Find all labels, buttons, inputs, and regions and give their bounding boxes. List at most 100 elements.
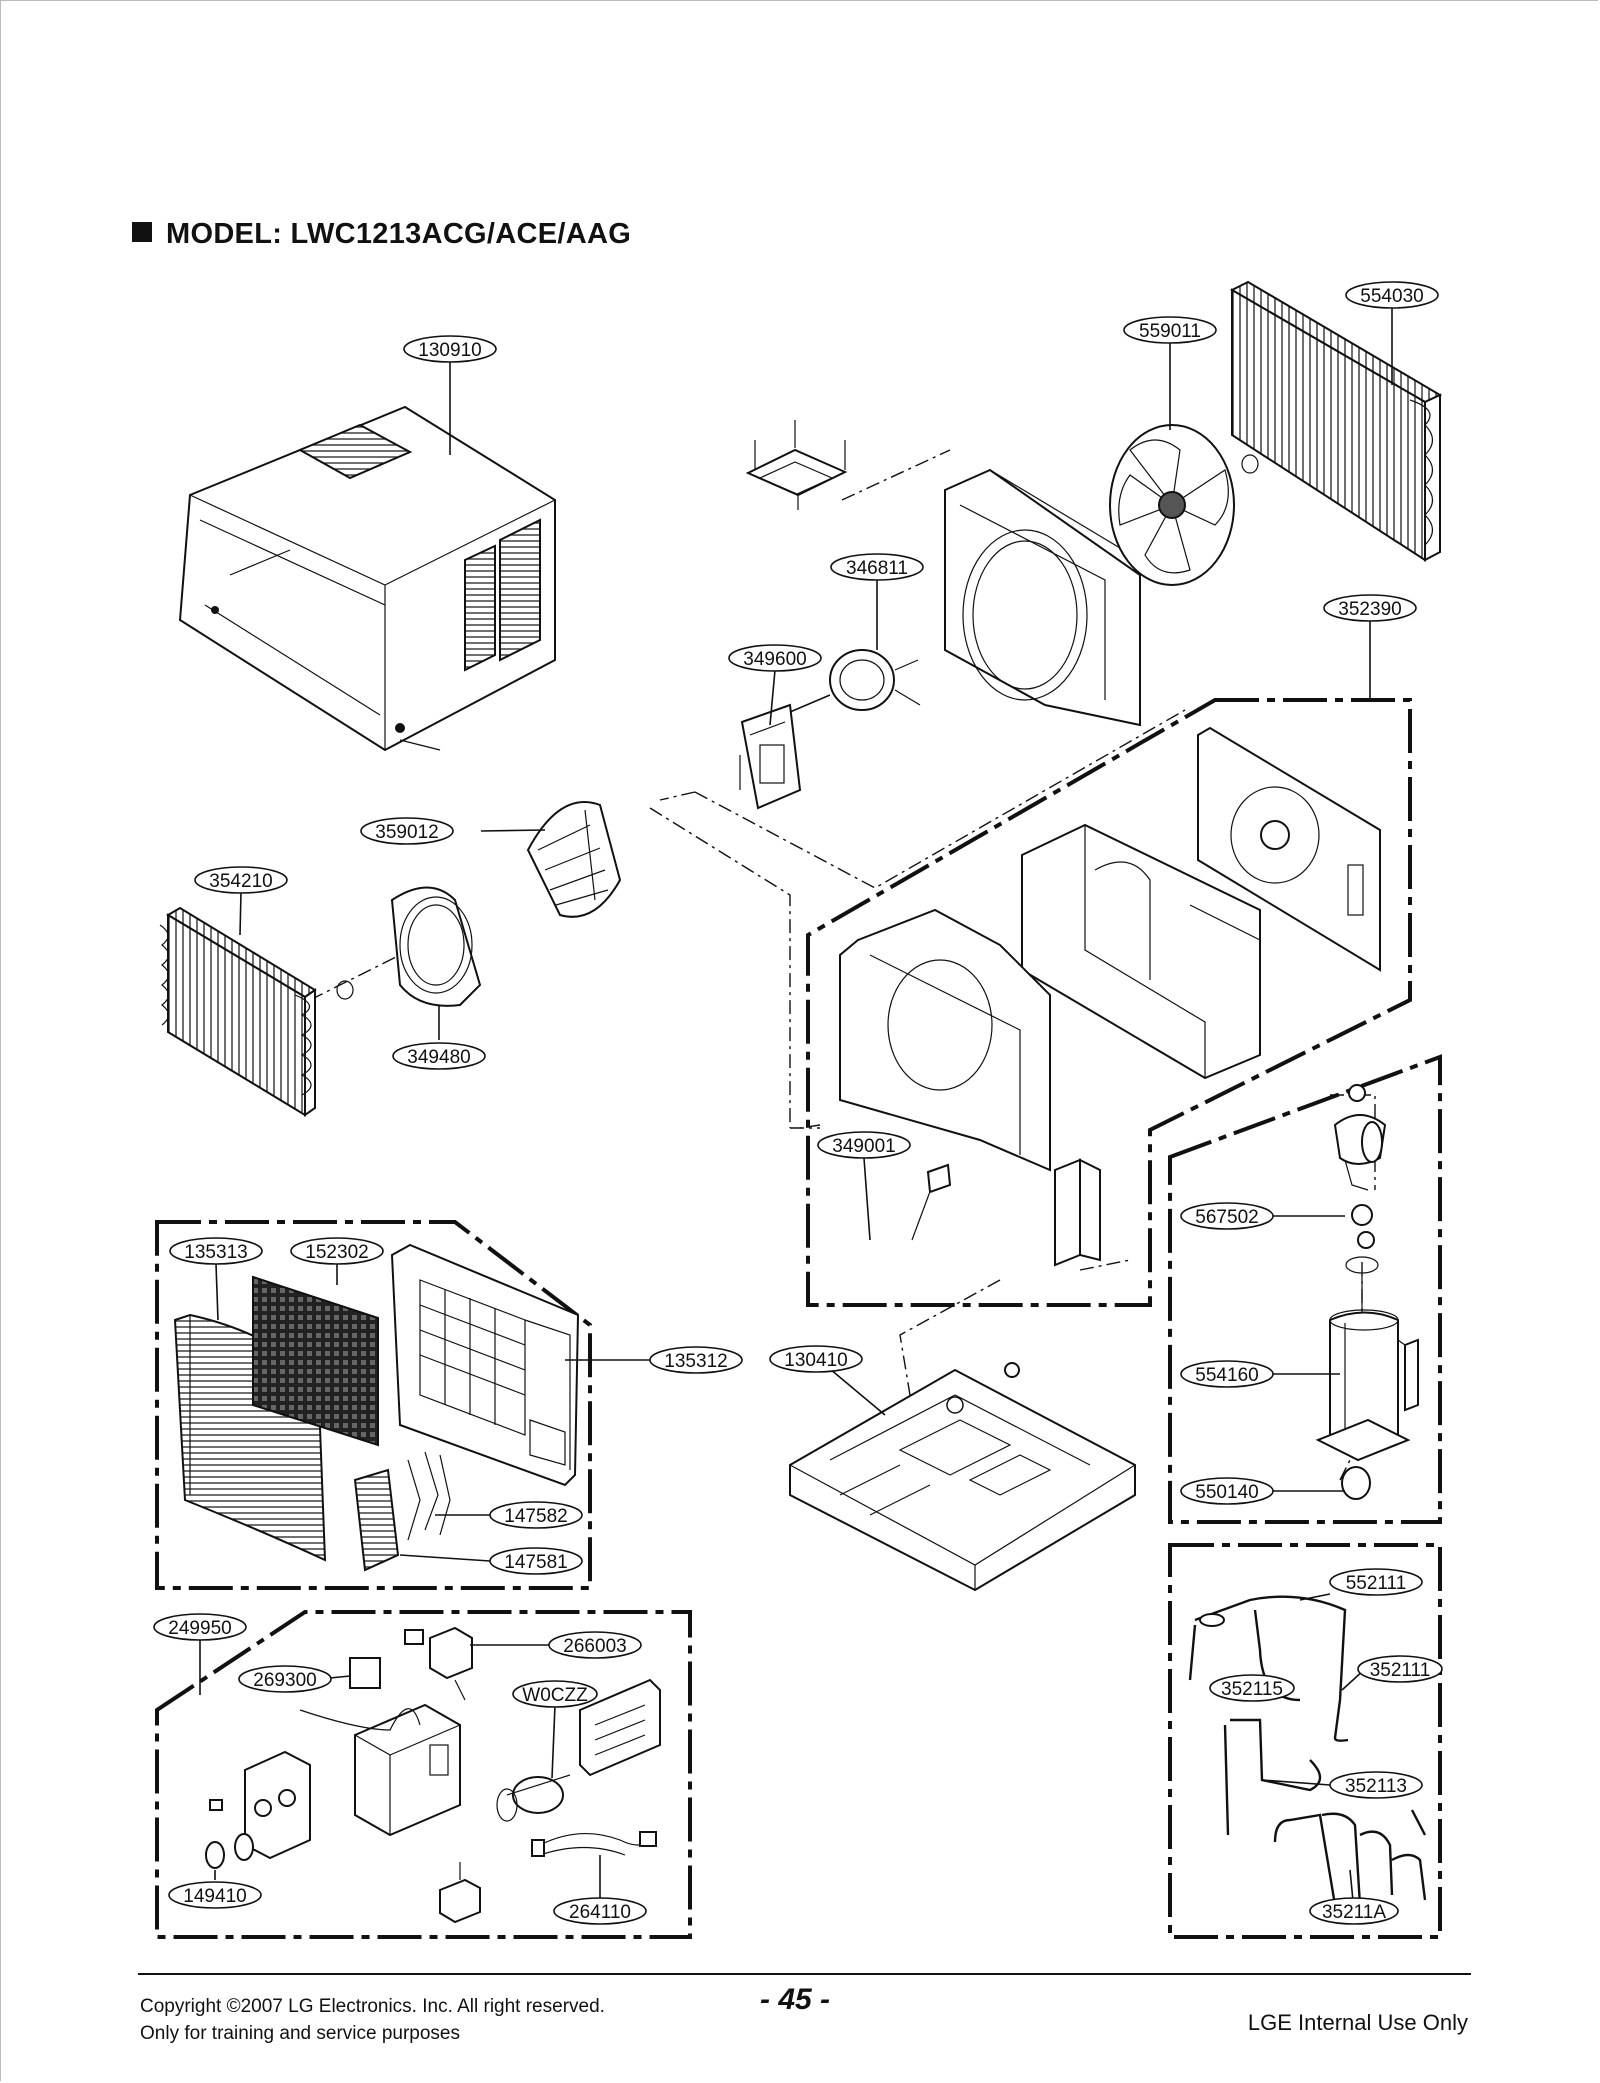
callout-label: 352111 [1370, 1660, 1431, 1681]
control-box-part [354, 1678, 661, 1837]
callout-label: 135313 [184, 1242, 247, 1263]
tube-group-part [1188, 1595, 1427, 1906]
copyright-text: Copyright ©2007 LG Electronics. Inc. All… [140, 1996, 605, 2017]
evaporator-part [159, 906, 317, 1117]
footer-rule [138, 1973, 1471, 1975]
cabinet-part [178, 405, 556, 752]
callout-346811: 346811 [830, 553, 924, 581]
callout-label: 35211A [1322, 1902, 1386, 1923]
callout-352115: 352115 [1209, 1674, 1295, 1702]
callout-label: 249950 [168, 1618, 231, 1639]
callout-label: 135312 [664, 1351, 727, 1372]
callout-label: 130410 [784, 1350, 847, 1371]
callout-135312: 135312 [649, 1346, 743, 1374]
compressor-part [1315, 1309, 1419, 1500]
fan-motor-part [789, 649, 921, 713]
callout-label: 352115 [1221, 1679, 1283, 1700]
condenser-part [1229, 280, 1443, 562]
callout-152302: 152302 [290, 1237, 384, 1265]
callout-352111: 352111 [1357, 1655, 1443, 1683]
callout-label: 552111 [1346, 1573, 1407, 1594]
callout-554030: 554030 [1345, 281, 1439, 309]
callout-label: 147581 [504, 1552, 567, 1573]
compressor-cover-part [1333, 1084, 1387, 1318]
callout-label: 354210 [209, 871, 272, 892]
guide-line [1339, 1459, 1351, 1481]
air-filter-part [252, 1275, 379, 1447]
callout-label: 554030 [1360, 286, 1423, 307]
callout-349480: 349480 [392, 1042, 486, 1070]
guide-line [649, 807, 791, 1128]
callout-352113: 352113 [1329, 1771, 1423, 1799]
callout-label: 567502 [1195, 1207, 1258, 1228]
callout-label: 147582 [504, 1506, 567, 1527]
callout-130410: 130410 [769, 1345, 863, 1373]
callout-label: 264110 [569, 1902, 631, 1923]
timer-part [439, 1862, 481, 1924]
callout-label: 559011 [1139, 321, 1201, 342]
callout-135313: 135313 [169, 1237, 263, 1265]
callout-label: 359012 [375, 822, 438, 843]
capacitor-part [496, 1774, 571, 1822]
control-box-assembly-box [155, 1610, 692, 1939]
guide-line [659, 791, 696, 801]
callout-label: 349600 [743, 649, 806, 670]
callout-label: 349001 [832, 1136, 895, 1157]
callout-352390: 352390 [1323, 594, 1417, 622]
callout-35211A: 35211A [1309, 1897, 1399, 1925]
callout-266003: 266003 [548, 1631, 642, 1659]
mounting-bracket-part [745, 420, 848, 510]
fan-shroud-part [944, 468, 1141, 727]
air-guide-assembly-box [806, 698, 1412, 1307]
tube-assembly-box [1168, 1543, 1442, 1939]
front-panel-assembly-box [155, 1220, 592, 1590]
callout-label: 352113 [1345, 1776, 1407, 1797]
air-guide-small-part [911, 1158, 1101, 1267]
callout-149410: 149410 [168, 1881, 262, 1909]
louver-part [353, 1451, 451, 1572]
callout-552111: 552111 [1329, 1568, 1423, 1596]
exploded-parts-diagram: 130910 559011 554030 346811 349600 35239… [153, 280, 1443, 1939]
knob-control-part [205, 1750, 311, 1869]
callout-label: 352390 [1338, 599, 1401, 620]
wire-harness-part [531, 1831, 657, 1857]
guide-line [694, 709, 1186, 889]
blower-part [526, 801, 622, 918]
bullet-square-icon [132, 222, 152, 242]
callout-147582: 147582 [489, 1501, 583, 1529]
motor-mount-part [739, 703, 802, 810]
callout-349001: 349001 [817, 1131, 911, 1159]
callout-label: 130910 [418, 340, 481, 361]
guide-line [1079, 1259, 1131, 1271]
training-text: Only for training and service purposes [140, 2023, 460, 2044]
guide-line [799, 1124, 821, 1129]
callout-550140: 550140 [1180, 1477, 1274, 1505]
air-guide-front-part [839, 908, 1051, 1172]
callout-label: W0CZZ [522, 1685, 588, 1706]
callout-label: 346811 [846, 558, 908, 579]
callout-130910: 130910 [403, 335, 497, 363]
callout-559011: 559011 [1123, 316, 1217, 344]
page-title: MODEL: LWC1213ACG/ACE/AAG [132, 218, 631, 251]
internal-use-label: LGE Internal Use Only [1247, 2010, 1468, 2035]
callout-249950: 249950 [153, 1613, 247, 1641]
callout-label: 349480 [407, 1047, 470, 1068]
footer-copyright: Copyright ©2007 LG Electronics. Inc. All… [140, 1993, 605, 2047]
air-guide-rear-part [1197, 726, 1381, 972]
guide-line [841, 449, 951, 501]
model-title-text: MODEL: LWC1213ACG/ACE/AAG [166, 218, 632, 250]
rotary-switch-part [404, 1626, 473, 1701]
callout-264110: 264110 [553, 1897, 647, 1925]
callout-label: 550140 [1195, 1482, 1258, 1503]
callout-label: 269300 [253, 1670, 316, 1691]
callout-359012: 359012 [360, 817, 454, 845]
thermostat-part [299, 1657, 421, 1731]
orifice-part [336, 886, 482, 1007]
callout-label: 149410 [183, 1886, 246, 1907]
callout-label: 554160 [1195, 1365, 1258, 1386]
callout-label: 152302 [305, 1242, 368, 1263]
callout-567502: 567502 [1180, 1202, 1274, 1230]
compressor-assembly-box [1168, 1054, 1442, 1524]
callout-269300: 269300 [238, 1665, 332, 1693]
